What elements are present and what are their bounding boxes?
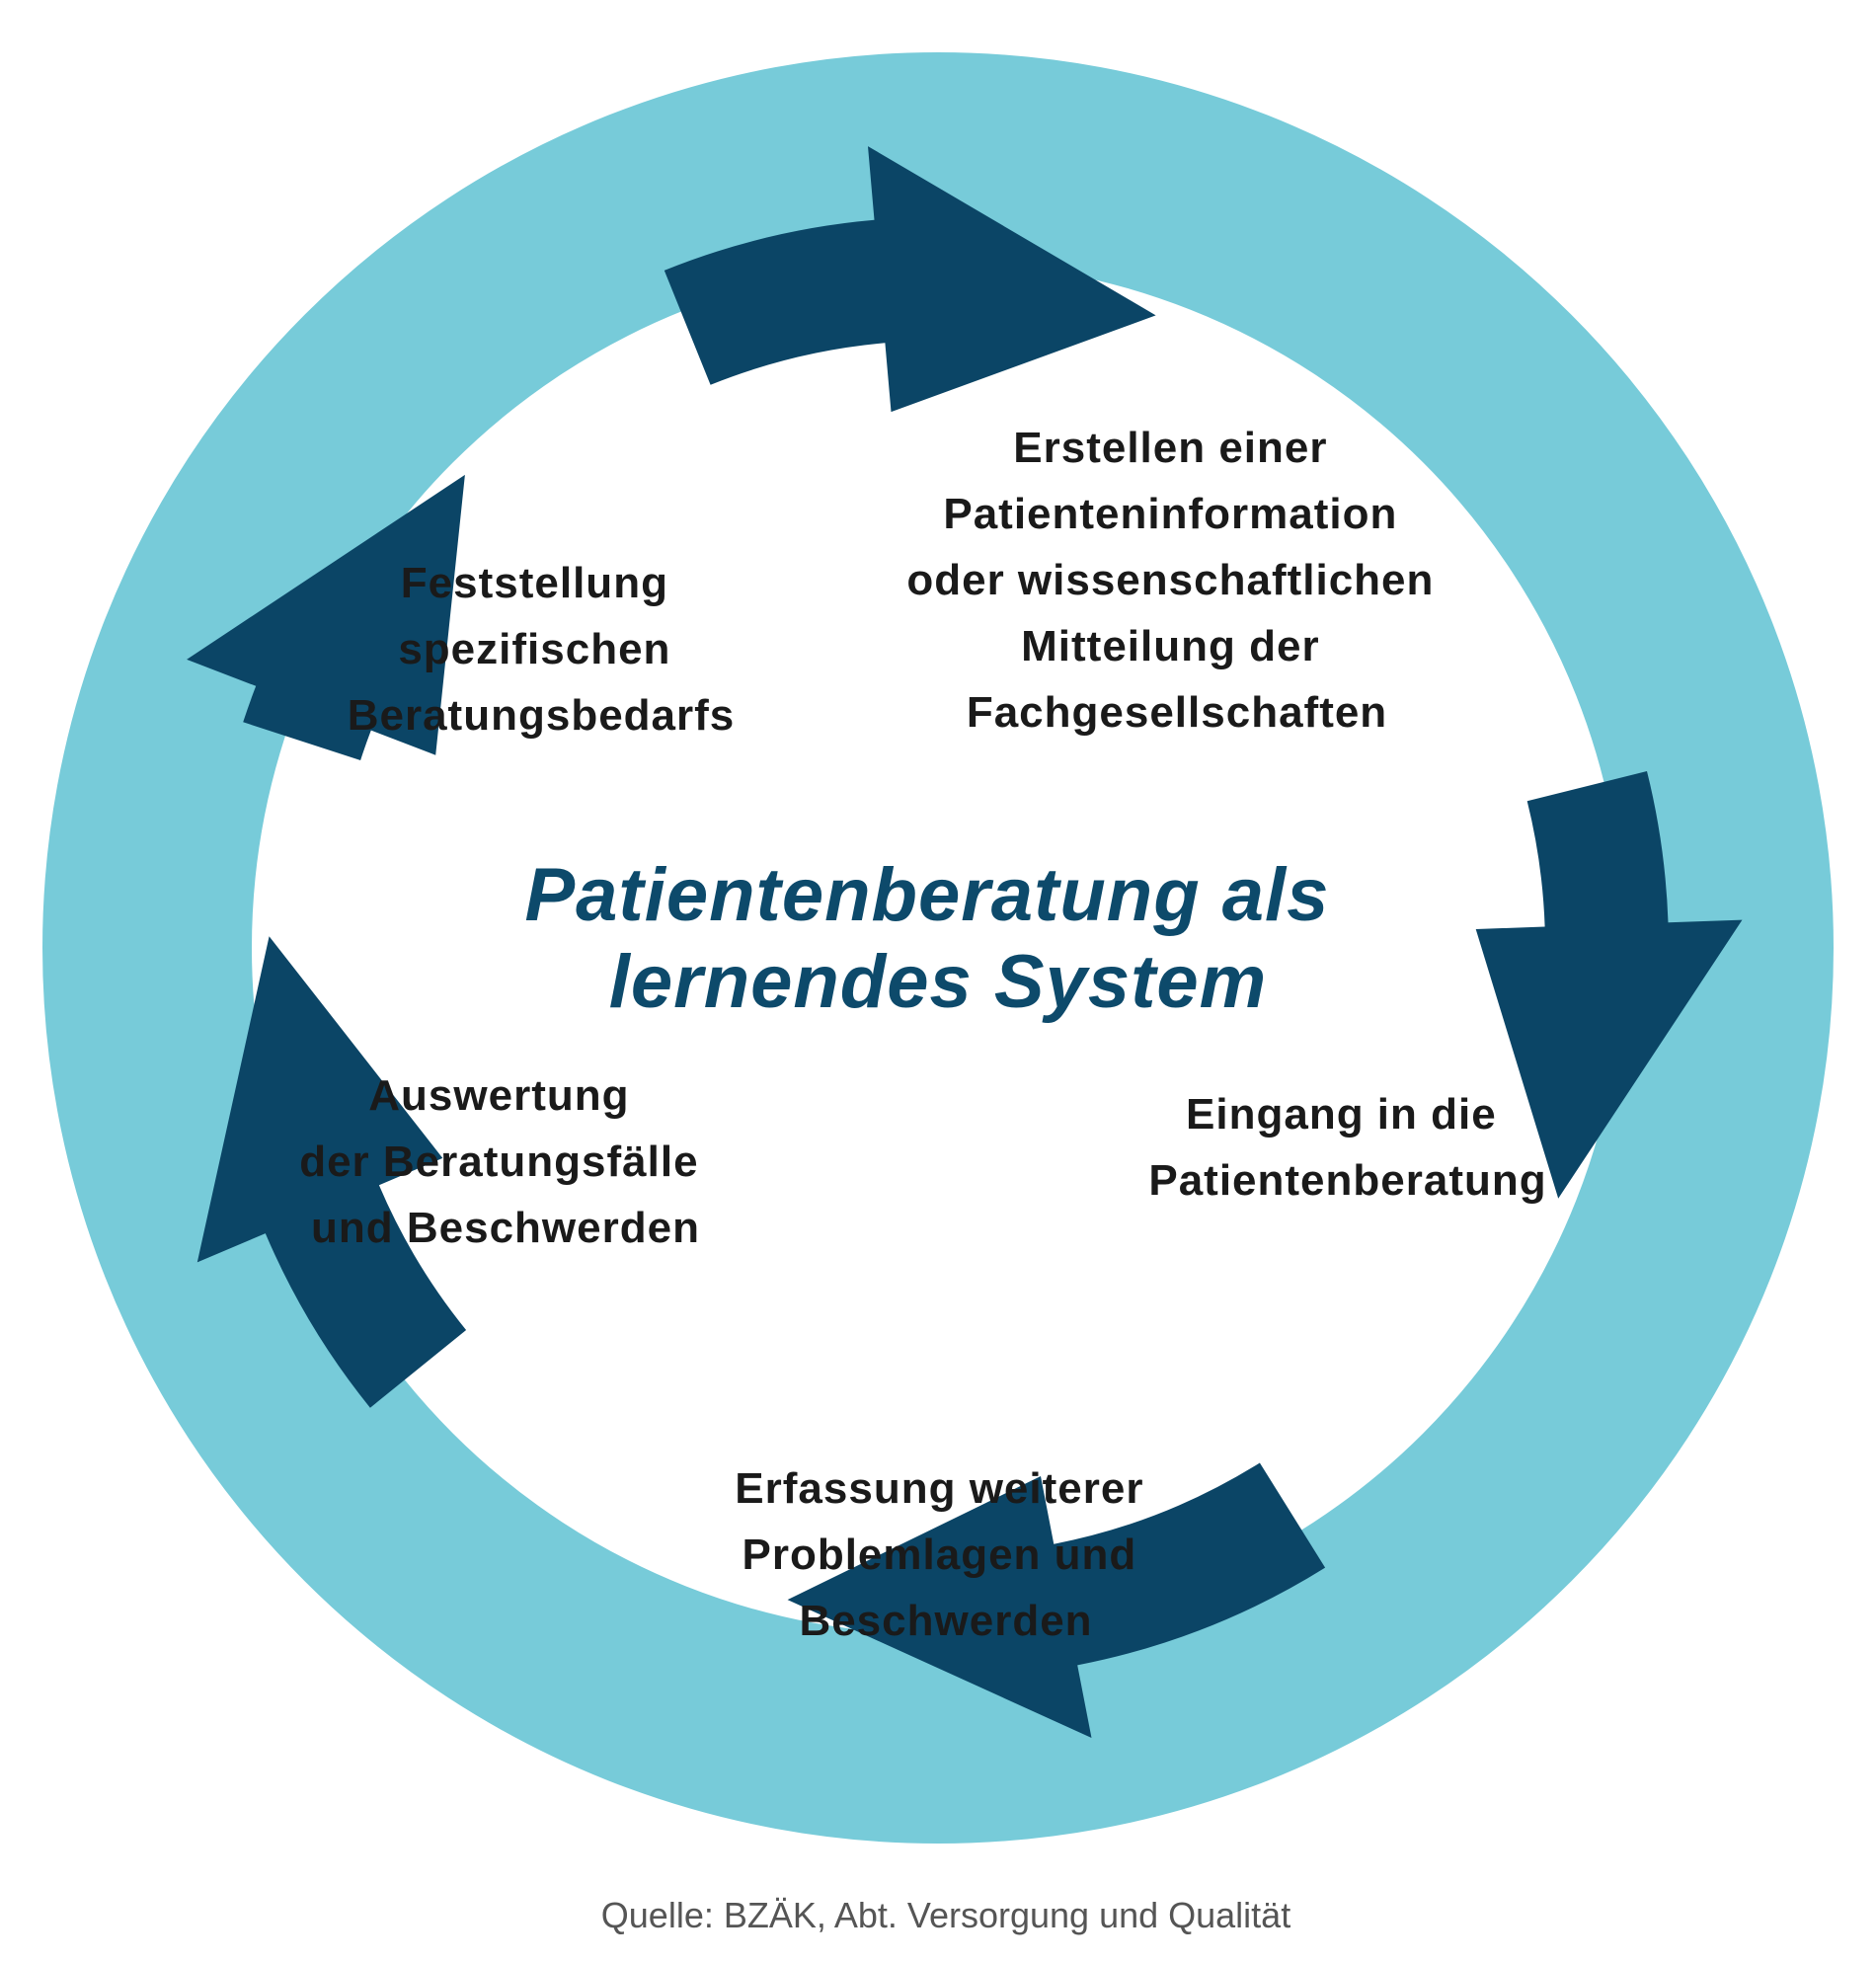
step-label-entry-patient-counseling: Eingang in die Patientenberatung (1148, 1090, 1546, 1205)
step-label-line: Erfassung weiterer (735, 1464, 1143, 1513)
step-label-line: Beratungsbedarfs (348, 691, 736, 740)
step-label-record-further-problems: Erfassung weiterer Problemlagen und Besc… (735, 1464, 1156, 1645)
cycle-arrows (187, 146, 1743, 1738)
source-caption: Quelle: BZÄK, Abt. Versorgung und Qualit… (601, 1895, 1290, 1935)
step-label-line: Eingang in die (1186, 1090, 1497, 1139)
center-title: Patientenberatung als lernendes System (524, 853, 1351, 1024)
center-title-line: lernendes System (609, 940, 1268, 1024)
step-label-line: Fachgesellschaften (967, 688, 1387, 737)
step-label-line: Auswertung (368, 1071, 629, 1120)
cycle-ring (42, 52, 1834, 1844)
step-label-line: der Beratungsfälle (299, 1138, 698, 1186)
step-label-identify-counseling-needs: Feststellung spezifischen Beratungsbedar… (348, 559, 736, 740)
step-label-line: Patientenberatung (1148, 1156, 1546, 1205)
step-label-line: Beschwerden (799, 1597, 1092, 1645)
step-label-line: Erstellen einer (1013, 424, 1327, 472)
step-label-create-patient-information: Erstellen einer Patienteninformation ode… (906, 424, 1446, 737)
cycle-arrow-icon (664, 146, 1156, 413)
cycle-arrow-icon (196, 936, 467, 1408)
step-label-line: Feststellung (401, 559, 668, 607)
step-label-line: Mitteilung der (1021, 622, 1319, 670)
step-label-line: oder wissenschaftlichen (906, 556, 1434, 604)
step-label-line: Patienteninformation (943, 490, 1397, 538)
step-label-evaluation-counseling-cases: Auswertung der Beratungsfälle und Beschw… (299, 1071, 712, 1252)
center-title-line: Patientenberatung als (524, 853, 1329, 937)
cycle-arrow-icon (787, 1462, 1326, 1738)
cycle-arrow-icon (187, 474, 465, 760)
step-label-line: Problemlagen und (742, 1531, 1136, 1579)
step-label-line: und Beschwerden (311, 1204, 700, 1252)
step-label-line: spezifischen (398, 625, 670, 673)
cycle-arrow-icon (1475, 771, 1743, 1199)
